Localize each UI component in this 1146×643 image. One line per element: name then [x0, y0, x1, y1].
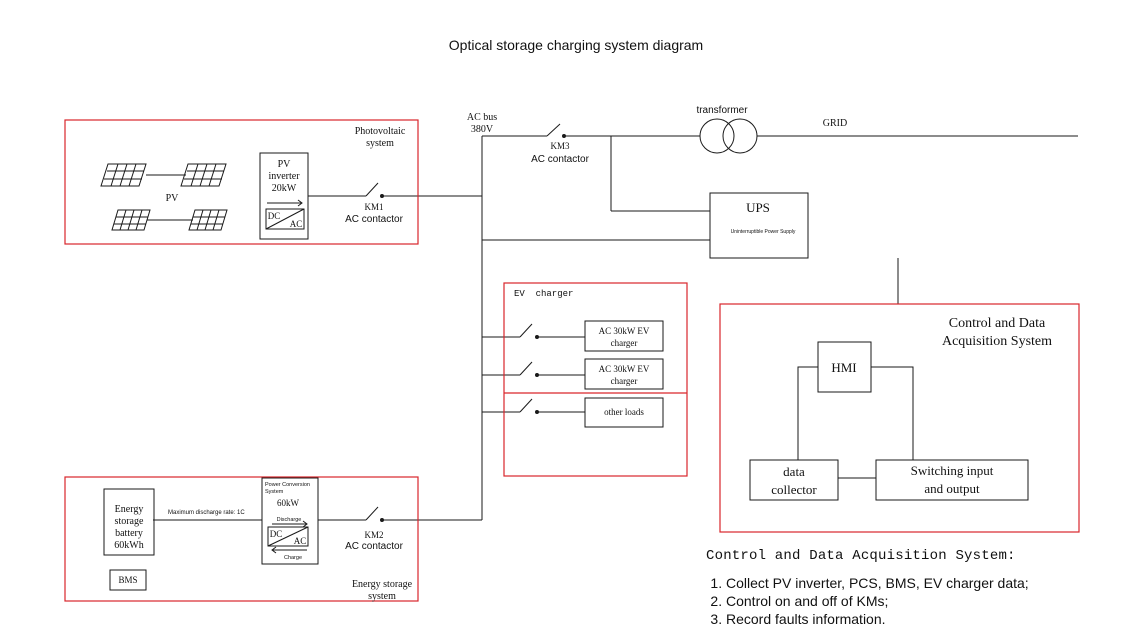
notes-item: Control on and off of KMs; [726, 592, 1136, 610]
ev-charger-frame [503, 282, 688, 477]
ac-bus-voltage: 380V [471, 124, 494, 135]
pv-inverter-ac: AC [290, 219, 303, 229]
notes-list: Collect PV inverter, PCS, BMS, EV charge… [706, 574, 1136, 628]
ups-box [709, 192, 809, 259]
control-title-1: Control and Data [949, 316, 1046, 331]
ups-title: UPS [746, 200, 770, 215]
pcs-dc: DC [270, 529, 283, 539]
other-loads-label: other loads [604, 407, 644, 417]
km3-tag: KM3 [550, 141, 570, 151]
pcs-box [261, 477, 319, 565]
km2-tag: KM2 [364, 530, 383, 540]
pcs-converter-icon [267, 520, 309, 554]
ev-charger-1-line2: charger [611, 338, 638, 348]
battery-line3: battery [115, 528, 143, 539]
ev-charger-2-line2: charger [611, 376, 638, 386]
control-system-frame [719, 303, 1080, 533]
notes-item: Record faults information. [726, 610, 1136, 628]
pv-system-label-2: system [366, 138, 394, 149]
pv-inverter-dc: DC [268, 211, 281, 221]
transformer-label: transformer [696, 105, 748, 116]
ups-subtitle: Uninterruptible Power Supply [731, 229, 796, 235]
pv-system-label-1: Photovoltaic [355, 126, 406, 137]
diagram-title: Optical storage charging system diagram [449, 37, 703, 53]
km3-label: AC contactor [531, 154, 589, 165]
pv-panels [100, 163, 228, 231]
grid-label: GRID [823, 118, 847, 129]
bms-label: BMS [118, 575, 137, 585]
contactors [365, 123, 566, 522]
switching-io-box [875, 459, 1029, 501]
solar-panel-icon [100, 163, 147, 187]
ev-charger-2-box [584, 358, 664, 390]
solar-panel-icon [111, 209, 151, 231]
notes-block: Control and Data Acquisition System: Col… [706, 548, 1136, 628]
ac-bus-label: AC bus [467, 112, 497, 123]
switching-io-line1: Switching input [911, 463, 994, 478]
storage-label-1: Energy storage [352, 579, 413, 590]
pv-inverter-line1: PV [278, 159, 292, 170]
ev-charger-1-line1: AC 30kW EV [599, 326, 650, 336]
dc-ac-converter-icon [265, 199, 305, 230]
ev-charger-label: EV charger [514, 289, 573, 299]
battery-box [103, 488, 155, 556]
pcs-power: 60kW [277, 498, 300, 508]
notes-item: Collect PV inverter, PCS, BMS, EV charge… [726, 574, 1136, 592]
pv-label: PV [166, 193, 180, 204]
km3-switch [546, 123, 561, 137]
energy-storage-frame [64, 476, 419, 602]
switching-io-line2: and output [924, 481, 980, 496]
bms-box [109, 569, 147, 591]
data-collector-line1: data [783, 464, 805, 479]
solar-panel-icon [180, 163, 227, 187]
pv-system-frame [64, 119, 419, 245]
hmi-box [817, 341, 872, 393]
battery-capacity: 60kWh [114, 540, 143, 551]
battery-line2: storage [115, 516, 144, 527]
pcs-discharge-label: Discharge [277, 517, 302, 523]
pcs-line2: System [265, 489, 284, 495]
discharge-rate-note: Maximum discharge rate: 1C [168, 510, 245, 516]
data-collector-box [749, 459, 839, 501]
wiring [153, 135, 1078, 521]
hmi-label: HMI [831, 360, 856, 375]
data-collector-line2: collector [771, 482, 817, 497]
km2-label: AC contactor [345, 541, 403, 552]
storage-label-2: system [368, 591, 396, 602]
transformer-icon [699, 118, 758, 154]
control-title-2: Acquisition System [942, 334, 1052, 349]
km2-switch [365, 506, 379, 521]
pcs-charge-label: Charge [284, 555, 302, 561]
ev-charger-1-box [584, 320, 664, 352]
pcs-line1: Power Conversion [265, 482, 310, 488]
km1-tag: KM1 [364, 202, 383, 212]
ev-charger-2-line1: AC 30kW EV [599, 364, 650, 374]
pv-inverter-line2: inverter [268, 171, 300, 182]
km1-switch [365, 182, 379, 197]
battery-line1: Energy [115, 504, 144, 515]
pv-inverter-box [259, 152, 309, 240]
notes-title: Control and Data Acquisition System: [706, 548, 1016, 564]
solar-panel-icon [188, 209, 228, 231]
pv-inverter-power: 20kW [272, 183, 297, 194]
pcs-ac: AC [294, 536, 307, 546]
km1-label: AC contactor [345, 214, 403, 225]
other-loads-box [584, 397, 664, 428]
